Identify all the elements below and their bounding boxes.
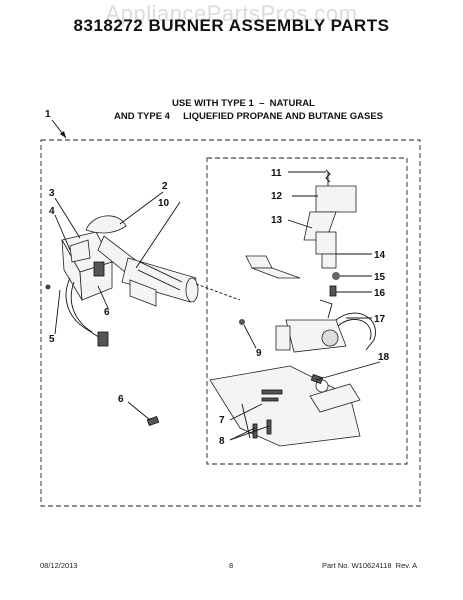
callout-14: 14 bbox=[374, 250, 386, 261]
callout-3: 3 bbox=[49, 188, 55, 199]
sensor-holder bbox=[303, 169, 357, 241]
page-title: 8318272 BURNER ASSEMBLY PARTS bbox=[73, 16, 390, 35]
outer-assembly-frame bbox=[40, 139, 421, 507]
callout-5: 5 bbox=[49, 334, 55, 345]
valve-coils bbox=[315, 231, 340, 319]
subtitle-line-2: AND TYPE 4 LIQUEFIED PROPANE AND BUTANE … bbox=[114, 111, 384, 122]
callout-6-bottom: 6 bbox=[118, 394, 124, 405]
callout-17: 17 bbox=[374, 314, 386, 325]
gas-valve bbox=[275, 312, 376, 353]
callout-13: 13 bbox=[271, 215, 283, 226]
callout-6-top: 6 bbox=[104, 307, 110, 318]
callout-15: 15 bbox=[374, 272, 386, 283]
footer-page-number: 8 bbox=[229, 561, 234, 570]
igniter-tube bbox=[245, 255, 301, 279]
mounting-bracket bbox=[209, 365, 361, 447]
callout-16: 16 bbox=[374, 288, 386, 299]
callout-2: 2 bbox=[162, 181, 168, 192]
callout-9: 9 bbox=[256, 348, 262, 359]
callout-7: 7 bbox=[219, 415, 225, 426]
footer-part-number: Part No. W10624118 Rev. A bbox=[322, 561, 418, 570]
watermark: AppliancePartsPros.com bbox=[105, 1, 358, 26]
callout-18: 18 bbox=[378, 352, 390, 363]
burner-tube bbox=[121, 257, 241, 307]
footer-date: 08/12/2013 bbox=[40, 561, 78, 570]
callout-11: 11 bbox=[271, 168, 282, 179]
leader-lines bbox=[54, 171, 381, 441]
wire-harness bbox=[45, 277, 109, 347]
callout-12: 12 bbox=[271, 191, 283, 202]
callout-1: 1 bbox=[45, 109, 51, 120]
callout-10: 10 bbox=[158, 198, 170, 209]
callout-8: 8 bbox=[219, 436, 225, 447]
burner-bracket bbox=[61, 231, 113, 301]
inner-assembly-frame bbox=[206, 157, 408, 465]
subtitle-line-1: USE WITH TYPE 1 – NATURAL bbox=[172, 98, 315, 109]
callout-4: 4 bbox=[49, 206, 55, 217]
